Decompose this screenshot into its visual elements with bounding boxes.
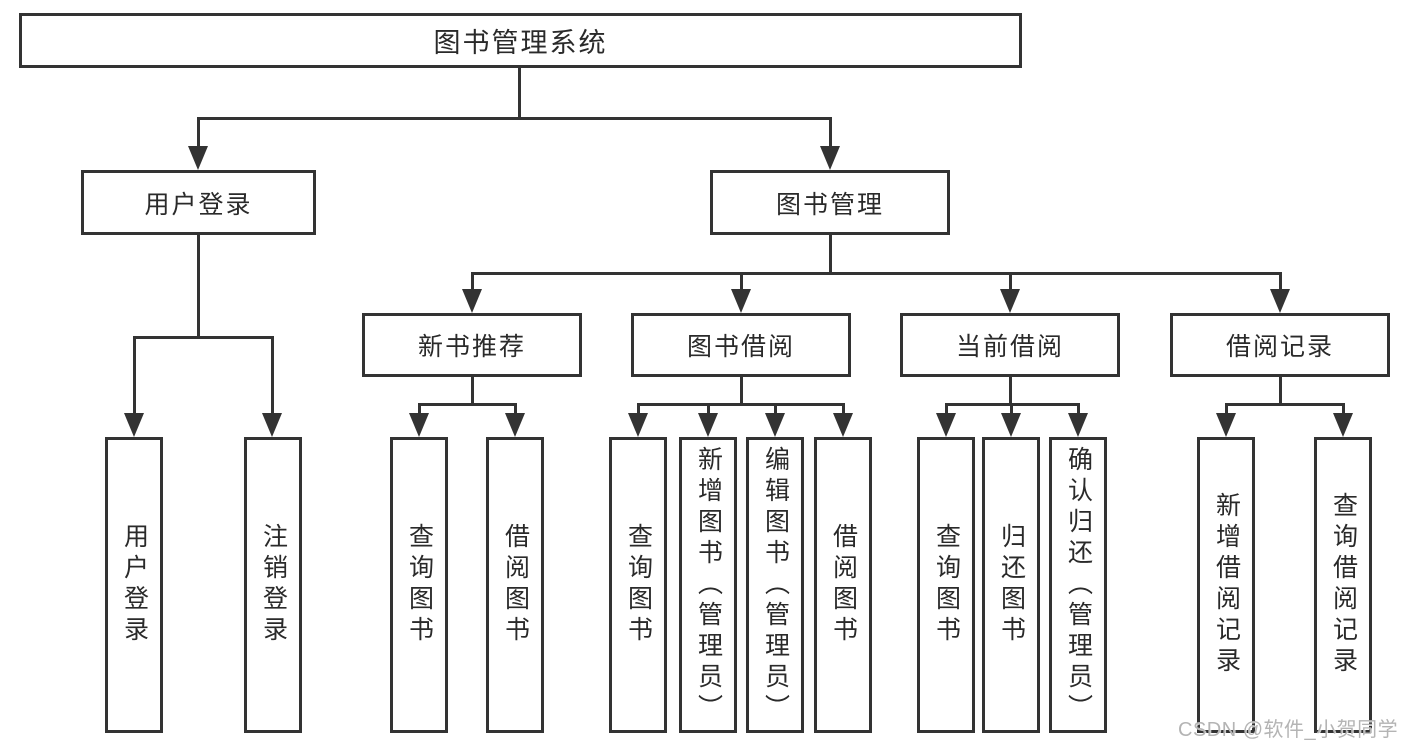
arrowhead-down-icon (833, 413, 853, 437)
arrowhead-down-icon (1000, 289, 1020, 313)
leaf-label: 用户登录 (120, 523, 149, 647)
connector-cb-stem (1009, 377, 1012, 406)
node-label: 图书管理 (775, 190, 884, 219)
leaf-bb-edit-books-admin: 编辑图书（管理员） (746, 437, 804, 733)
leaf-label: 新增图书（管理员） (694, 445, 723, 725)
node-label: 借阅记录 (1225, 333, 1334, 361)
node-label: 图书借阅 (686, 333, 795, 361)
arrowhead-down-icon (698, 413, 718, 437)
connector-to-book-management (829, 117, 832, 147)
connector-nbr-split (418, 403, 517, 406)
leaf-br-add-borrow-record: 新增借阅记录 (1197, 437, 1255, 733)
connector-to-bb-borrow (842, 403, 845, 417)
arrowhead-down-icon (1068, 413, 1088, 437)
connector-book-management-split (471, 272, 1282, 275)
arrowhead-down-icon (124, 413, 144, 437)
node-book-management: 图书管理 (710, 170, 950, 235)
node-label: 新书推荐 (417, 333, 526, 361)
leaf-bb-query-books: 查询图书 (609, 437, 667, 733)
connector-to-borrowing-records (1279, 272, 1282, 292)
connector-to-user-login (197, 117, 200, 147)
leaf-logout: 注销登录 (244, 437, 302, 733)
node-label: 当前借阅 (955, 333, 1064, 361)
arrowhead-down-icon (731, 289, 751, 313)
arrowhead-down-icon (936, 413, 956, 437)
arrowhead-down-icon (1216, 413, 1236, 437)
connector-to-cb-return (1010, 403, 1013, 417)
leaf-label: 编辑图书（管理员） (761, 445, 790, 725)
leaf-label: 归还图书 (997, 523, 1026, 647)
leaf-nbr-query-books: 查询图书 (390, 437, 448, 733)
leaf-label: 新增借阅记录 (1212, 492, 1241, 678)
connector-to-bb-add (707, 403, 710, 417)
connector-to-bb-query (637, 403, 640, 417)
node-borrowing-records: 借阅记录 (1170, 313, 1390, 377)
leaf-br-query-borrow-record: 查询借阅记录 (1314, 437, 1372, 733)
leaf-label: 查询借阅记录 (1329, 492, 1358, 678)
arrowhead-down-icon (1270, 289, 1290, 313)
node-book-borrowing: 图书借阅 (631, 313, 851, 377)
leaf-cb-query-books: 查询图书 (917, 437, 975, 733)
connector-to-leaf-login (133, 336, 136, 415)
node-library-management-system: 图书管理系统 (19, 13, 1022, 68)
node-label: 图书管理系统 (433, 28, 608, 58)
connector-book-management-stem (829, 235, 832, 275)
connector-to-new-book-recommend (471, 272, 474, 292)
connector-to-current-borrowing (1009, 272, 1012, 292)
leaf-label: 查询图书 (624, 523, 653, 647)
leaf-label: 确认归还（管理员） (1064, 445, 1093, 725)
node-new-book-recommend: 新书推荐 (362, 313, 582, 377)
arrowhead-down-icon (188, 146, 208, 170)
leaf-label: 借阅图书 (501, 523, 530, 647)
connector-br-stem (1279, 377, 1282, 406)
connector-to-nbr-query (418, 403, 421, 417)
leaf-cb-confirm-return-admin: 确认归还（管理员） (1049, 437, 1107, 733)
arrowhead-down-icon (765, 413, 785, 437)
connector-root-stem (518, 68, 521, 119)
connector-user-login-stem (197, 235, 200, 339)
leaf-bb-add-books-admin: 新增图书（管理员） (679, 437, 737, 733)
arrowhead-down-icon (628, 413, 648, 437)
node-current-borrowing: 当前借阅 (900, 313, 1120, 377)
connector-user-login-split (133, 336, 274, 339)
connector-bb-split (637, 403, 845, 406)
connector-to-cb-confirm (1077, 403, 1080, 417)
arrowhead-down-icon (820, 146, 840, 170)
leaf-nbr-borrow-books: 借阅图书 (486, 437, 544, 733)
node-user-login: 用户登录 (81, 170, 316, 235)
watermark: CSDN @软件_小贺同学 (1178, 719, 1399, 741)
arrowhead-down-icon (262, 413, 282, 437)
arrowhead-down-icon (505, 413, 525, 437)
connector-nbr-stem (471, 377, 474, 406)
leaf-label: 查询图书 (405, 523, 434, 647)
connector-bb-stem (740, 377, 743, 406)
arrowhead-down-icon (1001, 413, 1021, 437)
connector-to-book-borrowing (740, 272, 743, 292)
leaf-cb-return-books: 归还图书 (982, 437, 1040, 733)
connector-to-br-add (1225, 403, 1228, 417)
node-label: 用户登录 (144, 190, 253, 219)
connector-to-br-query (1342, 403, 1345, 417)
leaf-user-login: 用户登录 (105, 437, 163, 733)
arrowhead-down-icon (409, 413, 429, 437)
connector-to-nbr-borrow (514, 403, 517, 417)
connector-br-split (1225, 403, 1345, 406)
arrowhead-down-icon (462, 289, 482, 313)
connector-to-cb-query (945, 403, 948, 417)
leaf-bb-borrow-books: 借阅图书 (814, 437, 872, 733)
leaf-label: 借阅图书 (829, 523, 858, 647)
connector-to-leaf-logout (271, 336, 274, 415)
connector-to-bb-edit (774, 403, 777, 417)
connector-root-split (197, 117, 832, 120)
leaf-label: 查询图书 (932, 523, 961, 647)
arrowhead-down-icon (1333, 413, 1353, 437)
leaf-label: 注销登录 (259, 523, 288, 647)
